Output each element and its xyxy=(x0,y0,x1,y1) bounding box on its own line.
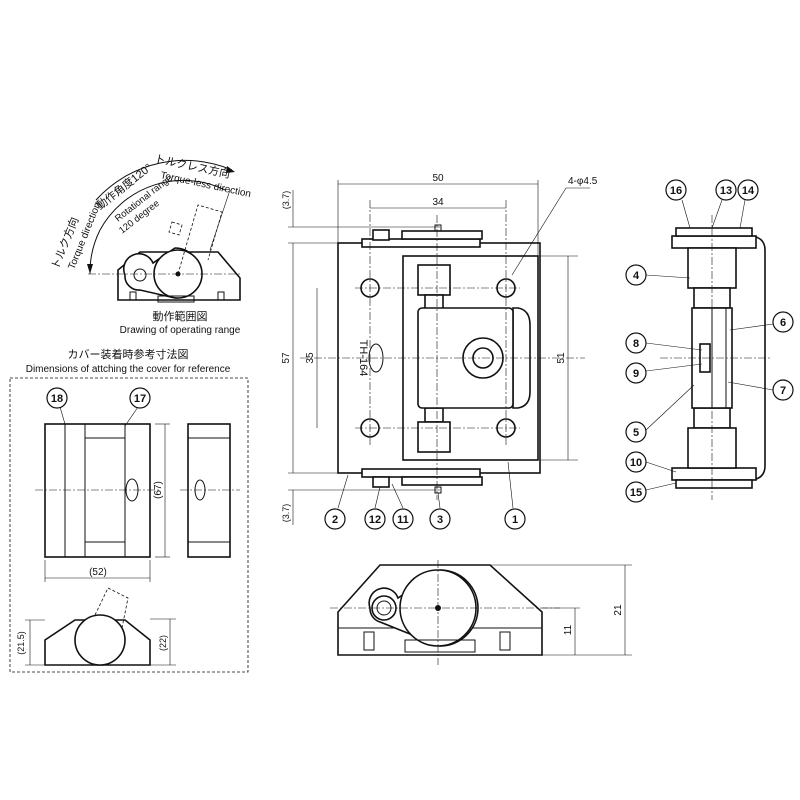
balloon-15: 15 xyxy=(625,481,647,503)
svg-text:1: 1 xyxy=(512,514,518,526)
dim-51: 51 xyxy=(556,352,567,364)
dim-3-7-top: (3.7) xyxy=(281,191,291,210)
balloon-10: 10 xyxy=(625,451,647,473)
cover-reference-view: カバー装着時参考寸法図 Dimensions of attching the c… xyxy=(9,347,249,673)
cover-dim-height: (67) xyxy=(153,481,164,499)
dim-3-7-bottom: (3.7) xyxy=(281,504,291,523)
cover-dim-left: (21.5) xyxy=(16,631,26,655)
balloon-8: 8 xyxy=(625,332,647,354)
balloon-7: 7 xyxy=(772,379,794,401)
cover-title-jp: カバー装着時参考寸法図 xyxy=(68,347,189,361)
dim-34: 34 xyxy=(432,197,444,208)
balloon-18: 18 xyxy=(46,387,68,409)
balloon-2: 2 xyxy=(324,508,346,530)
svg-text:18: 18 xyxy=(51,393,63,405)
hole-note: 4-φ4.5 xyxy=(568,176,598,187)
operating-caption-en: Drawing of operating range xyxy=(120,325,241,336)
balloon-6: 6 xyxy=(772,311,794,333)
svg-text:12: 12 xyxy=(369,514,381,526)
balloon-16: 16 xyxy=(665,179,687,201)
dim-50: 50 xyxy=(432,173,444,184)
svg-text:9: 9 xyxy=(633,368,639,380)
svg-text:6: 6 xyxy=(780,317,786,329)
balloon-12: 12 xyxy=(364,508,386,530)
balloon-9: 9 xyxy=(625,362,647,384)
balloon-4: 4 xyxy=(625,264,647,286)
svg-text:8: 8 xyxy=(633,338,639,350)
balloon-13: 13 xyxy=(715,179,737,201)
svg-text:15: 15 xyxy=(630,487,642,499)
dim-57: 57 xyxy=(281,352,292,364)
svg-text:2: 2 xyxy=(332,514,338,526)
bottom-view: 11 21 xyxy=(330,560,632,665)
balloon-5: 5 xyxy=(625,421,647,443)
cover-dim-width: (52) xyxy=(89,567,107,578)
svg-text:16: 16 xyxy=(670,185,682,197)
svg-text:17: 17 xyxy=(134,393,146,405)
balloon-1: 1 xyxy=(504,508,526,530)
svg-text:14: 14 xyxy=(742,185,755,197)
svg-text:3: 3 xyxy=(437,514,443,526)
side-view: 16 13 14 4 6 8 9 7 5 10 15 xyxy=(625,179,794,503)
front-view: TH-164 50 34 57 (3.7) (3.7) 35 51 4-φ4.5… xyxy=(281,173,598,530)
svg-text:11: 11 xyxy=(397,514,409,526)
svg-text:5: 5 xyxy=(633,427,639,439)
cover-title-en: Dimensions of attching the cover for ref… xyxy=(26,364,231,375)
dim-35: 35 xyxy=(305,352,316,364)
balloon-3: 3 xyxy=(429,508,451,530)
svg-text:7: 7 xyxy=(780,385,786,397)
operating-range-view: トルクレス方向 Torque-less direction 動作角度120° R… xyxy=(48,151,252,336)
svg-text:10: 10 xyxy=(630,457,642,469)
svg-text:13: 13 xyxy=(720,185,732,197)
svg-text:4: 4 xyxy=(633,270,640,282)
balloon-14: 14 xyxy=(737,179,759,201)
dim-21: 21 xyxy=(613,604,624,616)
operating-caption-jp: 動作範囲図 xyxy=(153,309,208,323)
cover-dim-right: (22) xyxy=(158,635,168,651)
dim-11: 11 xyxy=(563,624,574,635)
balloon-17: 17 xyxy=(129,387,151,409)
balloon-11: 11 xyxy=(392,508,414,530)
